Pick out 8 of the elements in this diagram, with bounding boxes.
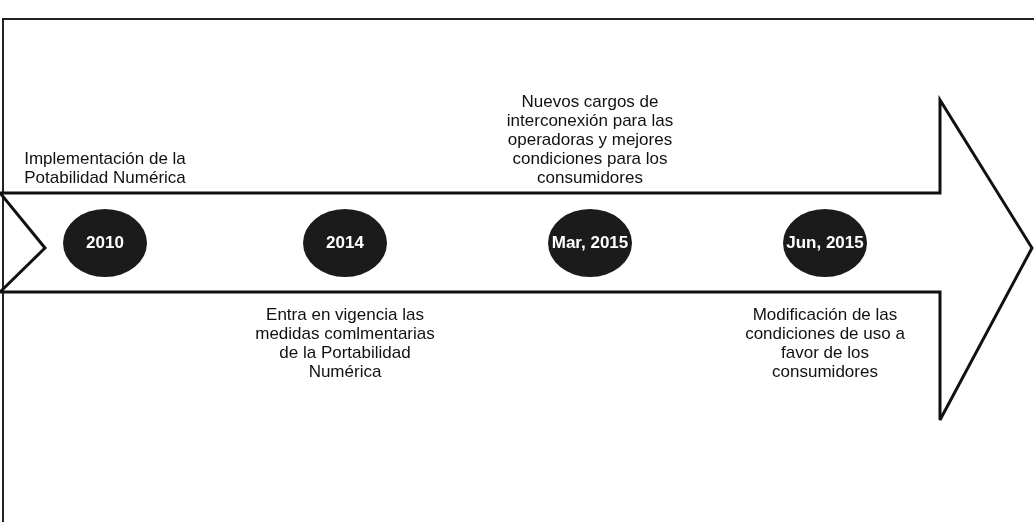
milestone-description: Nuevos cargos de interconexión para las operadoras y mejores condiciones para los consumidores: [505, 92, 675, 187]
year-label: Mar, 2015: [551, 233, 629, 253]
year-label: Jun, 2015: [786, 233, 864, 253]
milestone-description: Implementación de la Potabilidad Numérica: [23, 149, 187, 187]
milestone-description: Modificación de las condiciones de uso a favor de los consumidores: [744, 305, 906, 381]
year-label: 2014: [326, 233, 364, 253]
milestone-description: Entra en vigencia las medidas comlmentarias de la Portabilidad Numérica: [255, 305, 435, 381]
year-label: 2010: [86, 233, 124, 253]
